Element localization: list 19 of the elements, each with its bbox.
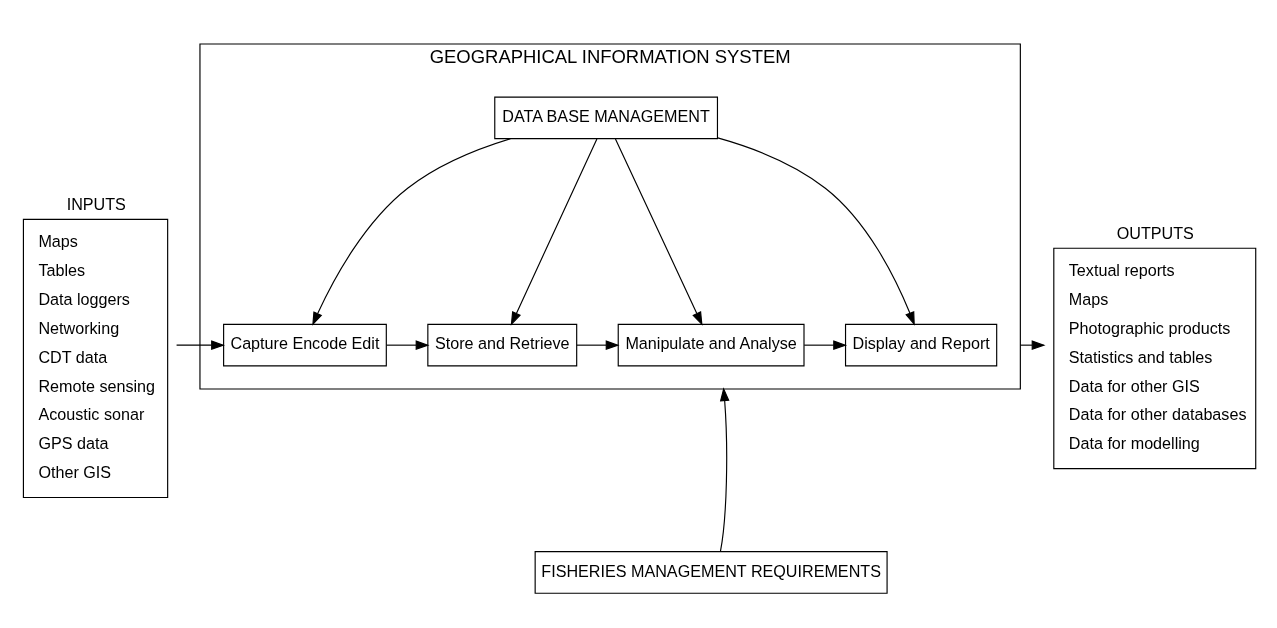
node-label: OUTPUTS [1116, 224, 1194, 243]
arrow [614, 138, 703, 326]
node-box: Textual reports Maps Photographic products Statistics and tables Data for other GIS Data for other databases Data for modelling [1052, 247, 1256, 470]
arrow [575, 340, 620, 350]
arrow [311, 138, 511, 326]
arrow [385, 340, 429, 350]
node-box: Capture Encode Edit [222, 323, 387, 367]
node-box: Manipulate and Analyse [617, 323, 805, 367]
node-label: INPUTS [66, 195, 126, 214]
node-box: DATA BASE MANAGEMENT [493, 96, 718, 140]
node-box: FISHERIES MANAGEMENT REQUIREMENTS [534, 551, 888, 594]
arrow [719, 387, 730, 552]
arrow [510, 138, 597, 326]
node-box: Store and Retrieve [426, 323, 577, 367]
node-box: Maps Tables Data loggers Networking CDT data Remote sensing Acoustic sonar GPS data Other GIS [22, 218, 168, 499]
arrow [175, 340, 225, 350]
arrow [803, 340, 847, 350]
arrow [716, 137, 915, 326]
node-box: Display and Report [844, 323, 997, 367]
